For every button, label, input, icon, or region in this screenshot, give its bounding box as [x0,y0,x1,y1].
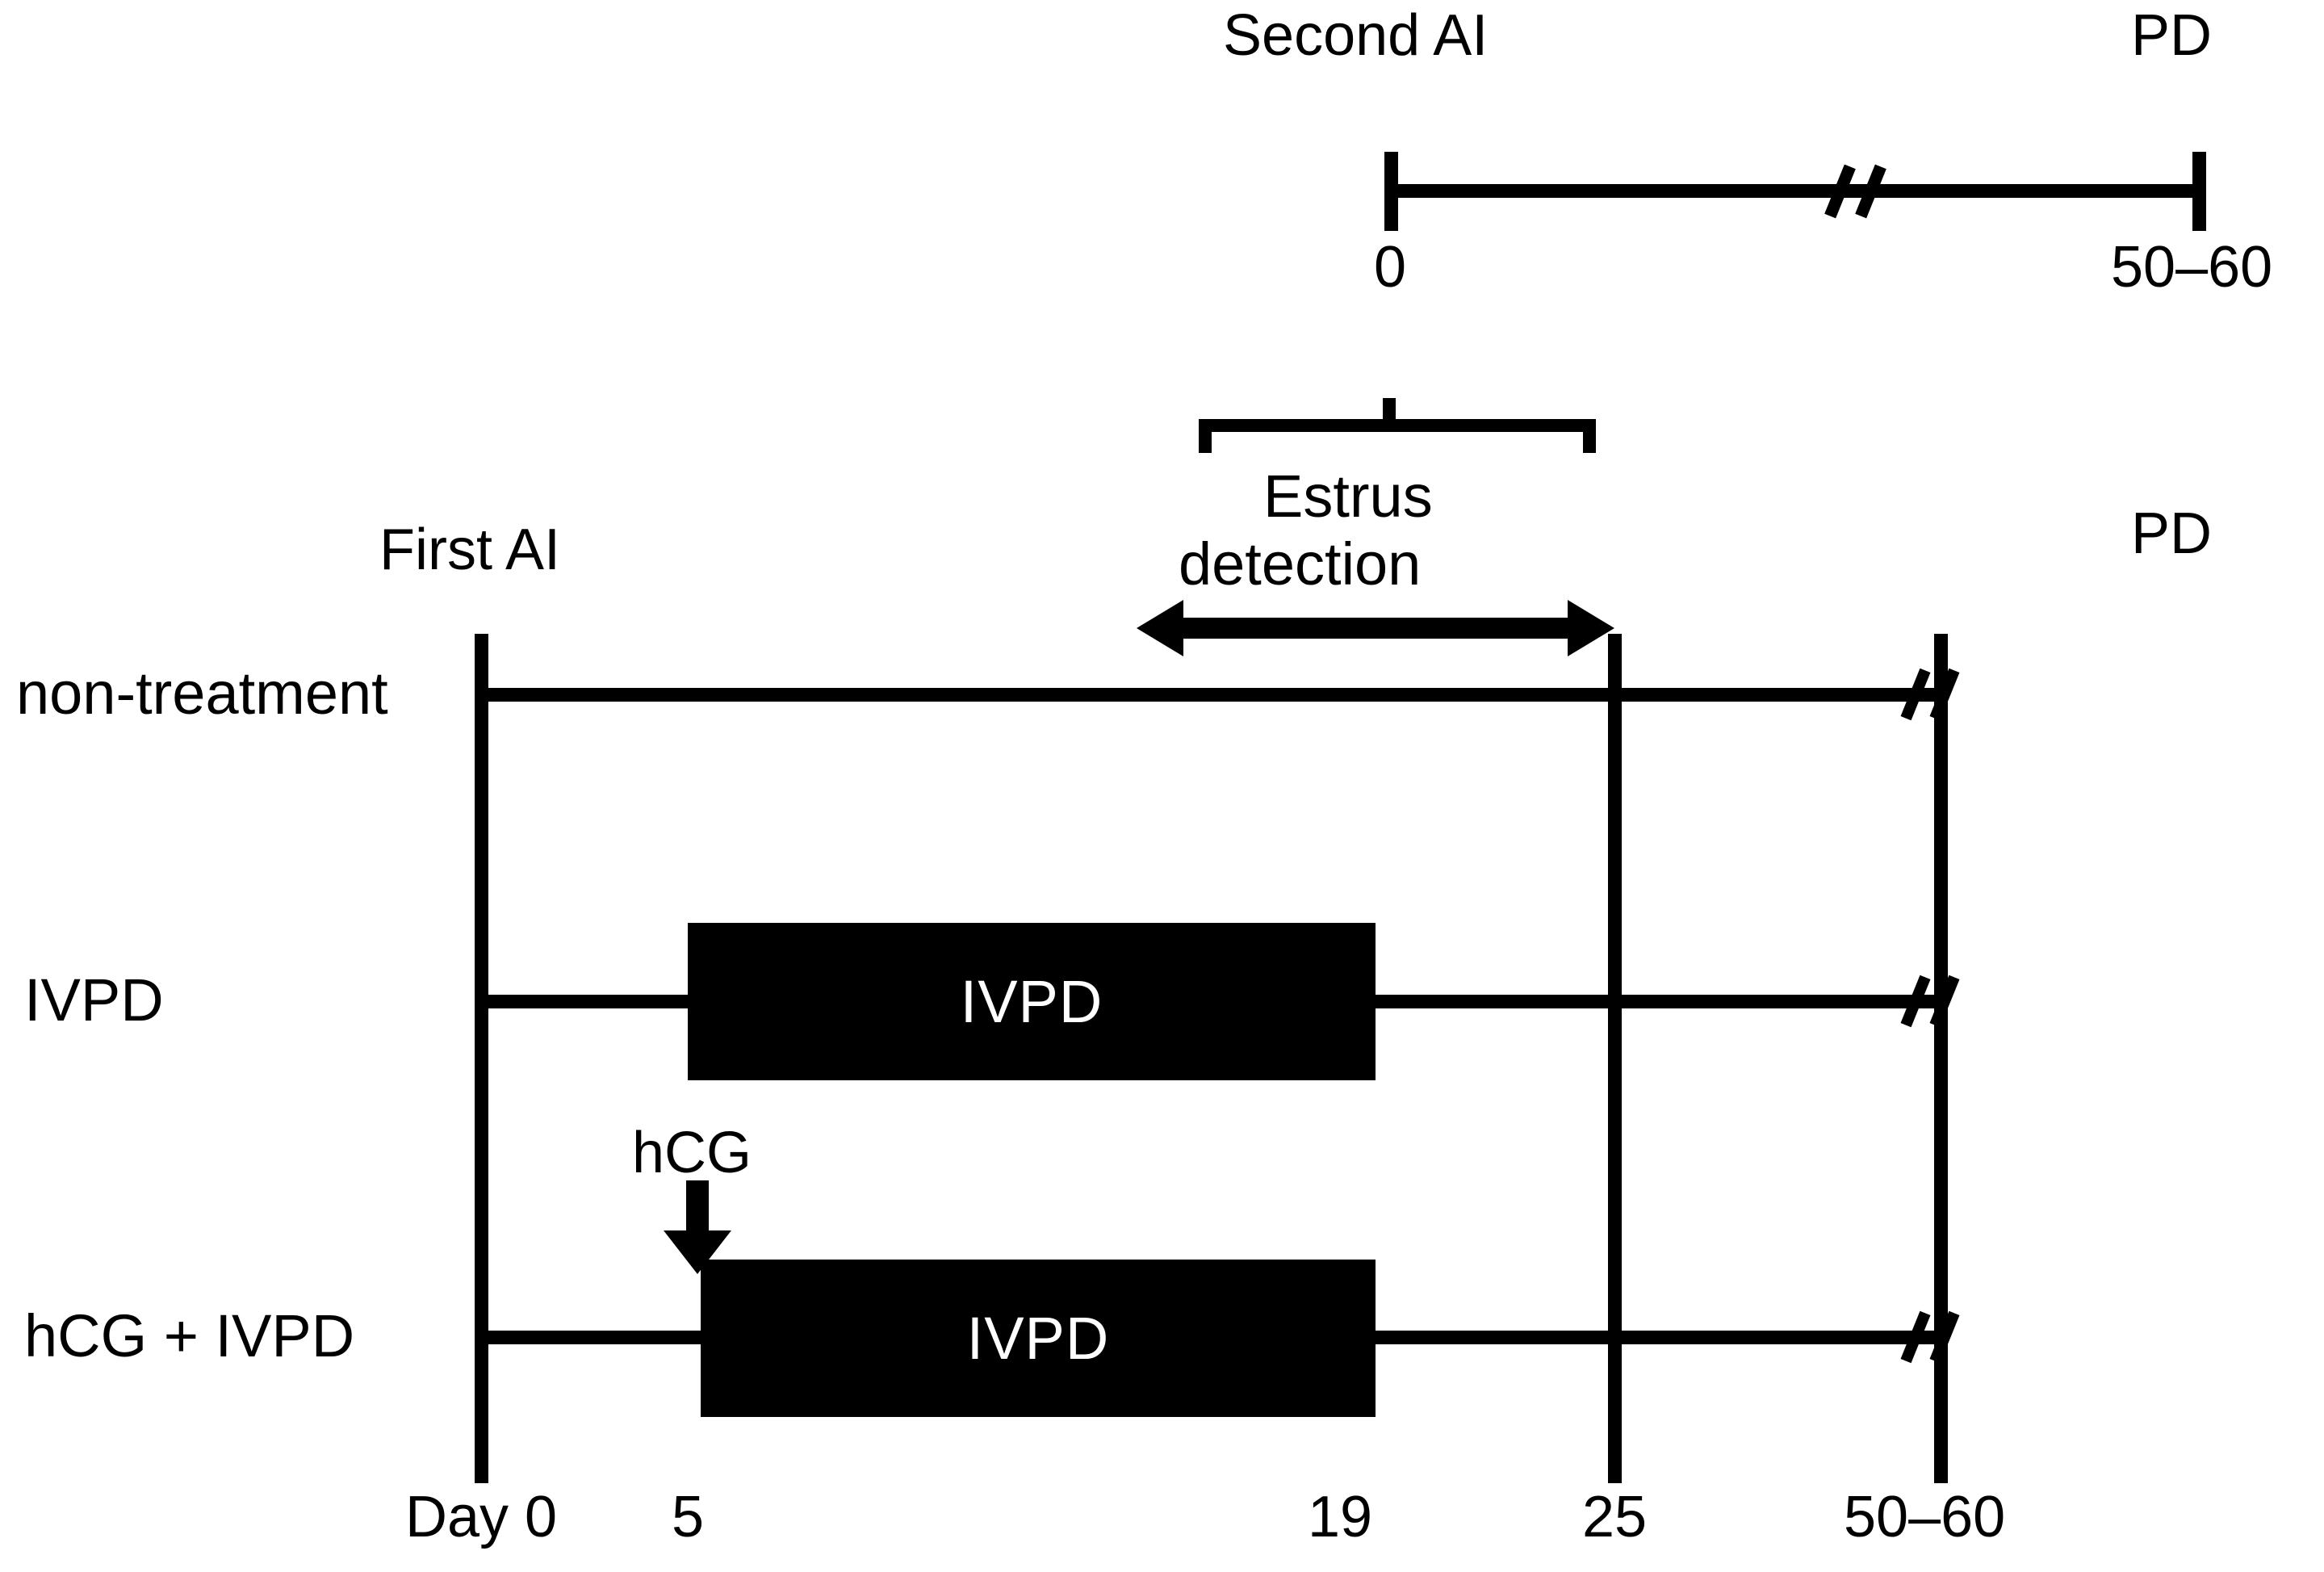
treatment-bar-hcg-ivpd: IVPD [701,1260,1376,1417]
top-timeline-end-tick [2192,152,2206,231]
axis-label-day-5: 5 [672,1485,705,1549]
row-label-ivpd: IVPD [24,966,164,1033]
treatment-bar-ivpd: IVPD [688,923,1376,1080]
treatment-bar-label-ivpd: IVPD [960,968,1103,1035]
vertical-line-day-0 [475,634,488,1483]
estrus-bracket-rail [1199,419,1596,432]
main-pd-label: PD [2131,501,2213,566]
axis-label-day-19: 19 [1308,1485,1373,1549]
top-timeline-axis [1384,184,2206,198]
row-line-non-treatment [481,688,1942,702]
estrus-label-line2: detection [1179,530,1422,597]
axis-label-day-50-60: 50–60 [1844,1485,2006,1549]
top-timeline-start-tick-label: 0 [1374,235,1407,300]
top-pd-label: PD [2131,3,2213,68]
estrus-label-line1: Estrus [1263,463,1433,530]
estrus-bracket-left-leg [1199,419,1212,453]
row-label-non-treatment: non-treatment [16,660,388,727]
top-timeline-end-tick-label: 50–60 [2111,235,2273,300]
first-ai-label: First AI [379,518,561,582]
estrus-bracket-right-leg [1583,419,1596,453]
axis-label-day-0: Day 0 [405,1485,558,1549]
vertical-line-day-50-60 [1934,634,1948,1483]
treatment-bar-label-hcg-ivpd: IVPD [966,1305,1110,1372]
vertical-line-day-25 [1608,634,1622,1483]
row-label-hcg-ivpd: hCG + IVPD [24,1302,355,1369]
axis-label-day-25: 25 [1582,1485,1648,1549]
top-timeline-start-tick [1384,152,1398,231]
hcg-injection-label: hCG [632,1121,752,1185]
estrus-double-arrow-icon [1137,600,1614,656]
estrus-bracket-center-stub [1383,398,1396,422]
hcg-injection-arrow-icon [664,1180,731,1274]
second-ai-label: Second AI [1223,3,1489,68]
